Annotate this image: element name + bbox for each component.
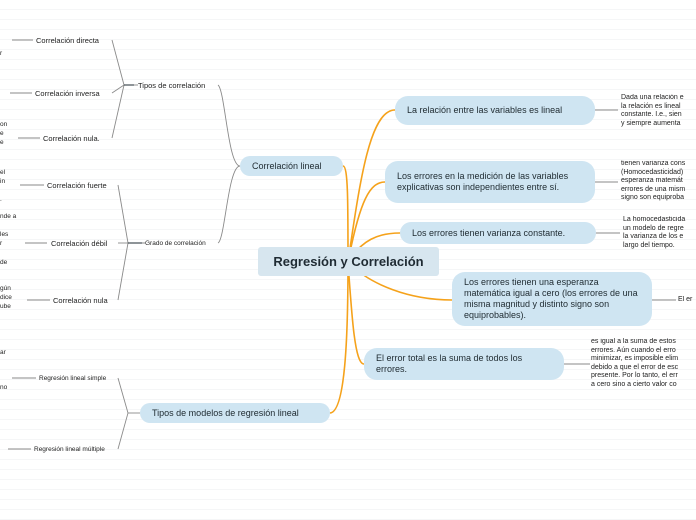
- fragment-text: .: [0, 196, 2, 203]
- link-center-modelos: [329, 261, 349, 414]
- fragment-text: de: [0, 259, 8, 266]
- central-topic-label: Regresión y Correlación: [273, 254, 424, 269]
- topic-error-total[interactable]: El error total es la suma de todos los e…: [364, 348, 564, 380]
- note-relacion-lineal: Dada una relación e la relación es linea…: [621, 94, 684, 127]
- note-varianza: La homocedasticida un modelo de regre la…: [623, 216, 686, 249]
- leaf-regresion-simple[interactable]: Regresión lineal simple: [39, 375, 107, 382]
- fragment-text: r: [0, 50, 3, 57]
- central-topic[interactable]: Regresión y Correlación: [258, 247, 439, 276]
- fragment-text: les: [0, 231, 9, 238]
- topic-label: El error total es la suma de todos los e…: [376, 353, 523, 374]
- fragment-text: r: [0, 240, 3, 247]
- fragment-text: dice: [0, 294, 12, 301]
- topic-errores-medicion[interactable]: Los errores en la medición de las variab…: [385, 161, 595, 203]
- topic-relacion-lineal[interactable]: La relación entre las variables es linea…: [395, 96, 595, 125]
- topic-label: Los errores en la medición de las variab…: [397, 171, 569, 192]
- fragment-text: nde a: [0, 213, 17, 220]
- link-center-corr-lineal: [342, 165, 349, 263]
- fragment-text: e: [0, 139, 4, 146]
- note-esperanza: El er: [678, 296, 693, 303]
- leaf-correlacion-directa[interactable]: Correlación directa: [36, 36, 99, 45]
- topic-label: Correlación lineal: [252, 160, 322, 171]
- leaf-correlacion-inversa[interactable]: Correlación inversa: [35, 89, 100, 98]
- leaf-regresion-multiple[interactable]: Regresión lineal múltiple: [34, 446, 105, 453]
- note-errores-medicion: tienen varianza cons (Homocedasticidad) …: [621, 160, 686, 202]
- topic-modelos-regresion[interactable]: Tipos de modelos de regresión lineal: [140, 403, 330, 423]
- fragment-text: gún: [0, 285, 11, 292]
- leaf-correlacion-debil[interactable]: Correlación débil: [51, 239, 108, 248]
- topic-correlacion-lineal[interactable]: Correlación lineal: [240, 156, 343, 176]
- leaf-correlacion-nula-grado[interactable]: Correlación nula: [53, 296, 108, 305]
- topic-label: Tipos de modelos de regresión lineal: [152, 407, 299, 418]
- topic-esperanza-cero[interactable]: Los errores tienen una esperanza matemát…: [452, 272, 652, 326]
- fragment-text: ube: [0, 303, 11, 310]
- fragment-text: no: [0, 384, 8, 391]
- topic-label: La relación entre las variables es linea…: [407, 105, 563, 115]
- topic-label: Los errores tienen una esperanza matemát…: [464, 277, 638, 320]
- link-center-errores-medicion: [347, 181, 386, 263]
- link-center-error-total: [347, 261, 365, 365]
- topic-label: Los errores tienen varianza constante.: [412, 227, 566, 238]
- subtopic-tipos-correlacion[interactable]: Tipos de correlación: [138, 81, 206, 90]
- fragment-text: ar: [0, 349, 6, 356]
- fragment-text: in: [0, 178, 6, 185]
- fragment-text: on: [0, 121, 8, 128]
- link-center-rel-lineal: [347, 109, 396, 263]
- note-error-total: es igual a la suma de estos errores. Aún…: [591, 338, 679, 388]
- fragment-text: el: [0, 169, 6, 176]
- leaf-correlacion-fuerte[interactable]: Correlación fuerte: [47, 181, 107, 190]
- subtopic-grado-correlacion[interactable]: Grado de correlación: [145, 240, 206, 247]
- topic-varianza-constante[interactable]: Los errores tienen varianza constante.: [400, 222, 596, 244]
- fragment-text: e: [0, 130, 4, 137]
- leaf-correlacion-nula-tipo[interactable]: Correlación nula.: [43, 134, 100, 143]
